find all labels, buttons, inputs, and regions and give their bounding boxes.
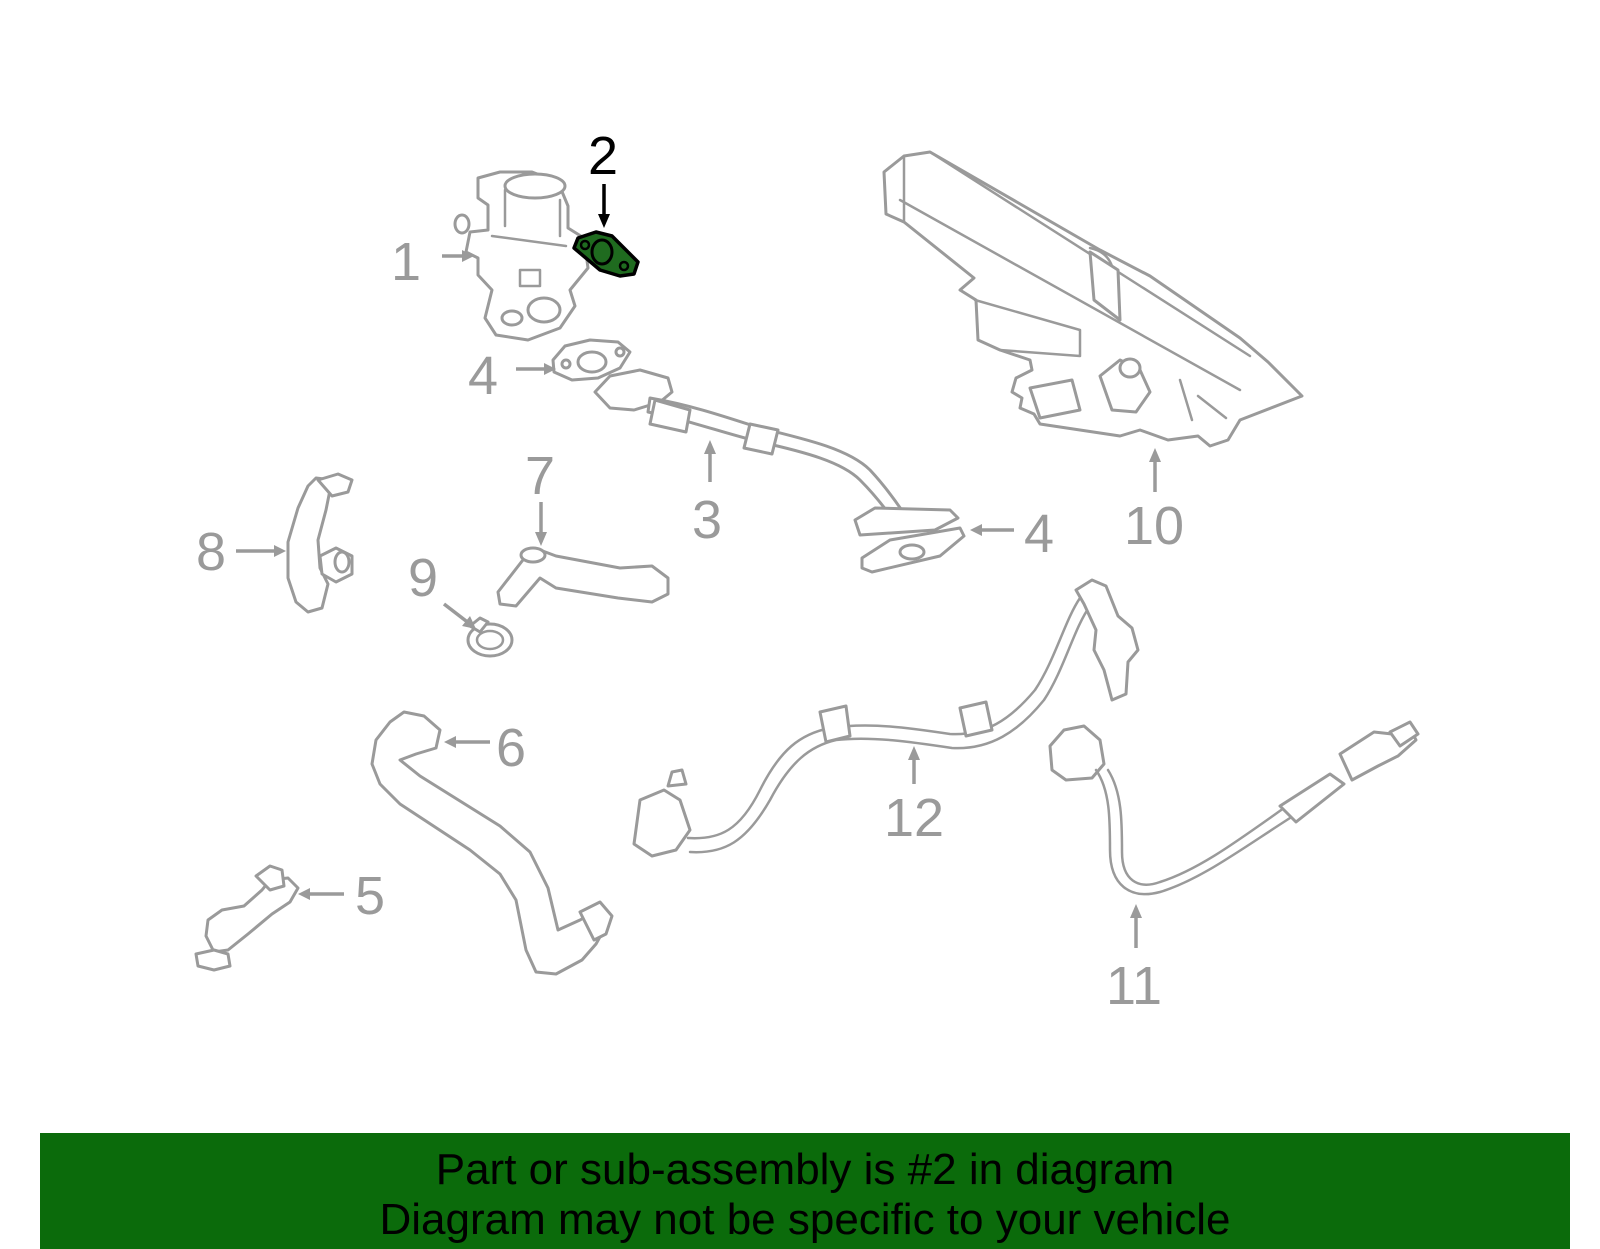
callout-11: 11 xyxy=(1106,956,1162,1016)
part-10-canister[interactable] xyxy=(882,150,1304,448)
part-5-hose[interactable] xyxy=(194,864,300,972)
callout-2: 2 xyxy=(588,126,618,186)
info-banner: Part or sub-assembly is #2 in diagram Di… xyxy=(40,1133,1570,1249)
part-8-hose[interactable] xyxy=(286,472,354,614)
callout-7: 7 xyxy=(525,446,555,506)
callout-arrows xyxy=(236,184,1161,948)
callout-12: 12 xyxy=(884,788,944,848)
part-1-egr-valve[interactable] xyxy=(453,170,590,342)
part-6-hose[interactable] xyxy=(370,710,614,976)
callout-3: 3 xyxy=(692,490,722,550)
callout-1: 1 xyxy=(391,232,421,292)
callout-4-upper: 4 xyxy=(468,346,498,406)
part-4-gasket-lower[interactable] xyxy=(860,526,966,574)
banner-line-1: Part or sub-assembly is #2 in diagram xyxy=(435,1145,1175,1194)
part-4-gasket-upper[interactable] xyxy=(551,338,632,382)
part-12-oxygen-sensor[interactable] xyxy=(632,578,1140,858)
part-2-gasket-highlighted[interactable] xyxy=(572,230,640,278)
part-7-hose[interactable] xyxy=(496,546,670,608)
callout-8: 8 xyxy=(196,522,226,582)
callout-6: 6 xyxy=(496,718,526,778)
callout-5: 5 xyxy=(355,866,385,926)
banner-line-2: Diagram may not be specific to your vehi… xyxy=(379,1195,1231,1244)
part-11-oxygen-sensor[interactable] xyxy=(1048,720,1420,896)
callout-9: 9 xyxy=(408,548,438,608)
callout-10: 10 xyxy=(1124,496,1184,556)
part-3-egr-tube[interactable] xyxy=(593,368,960,537)
part-9-clamp[interactable] xyxy=(466,616,514,658)
callout-4-lower: 4 xyxy=(1024,504,1054,564)
